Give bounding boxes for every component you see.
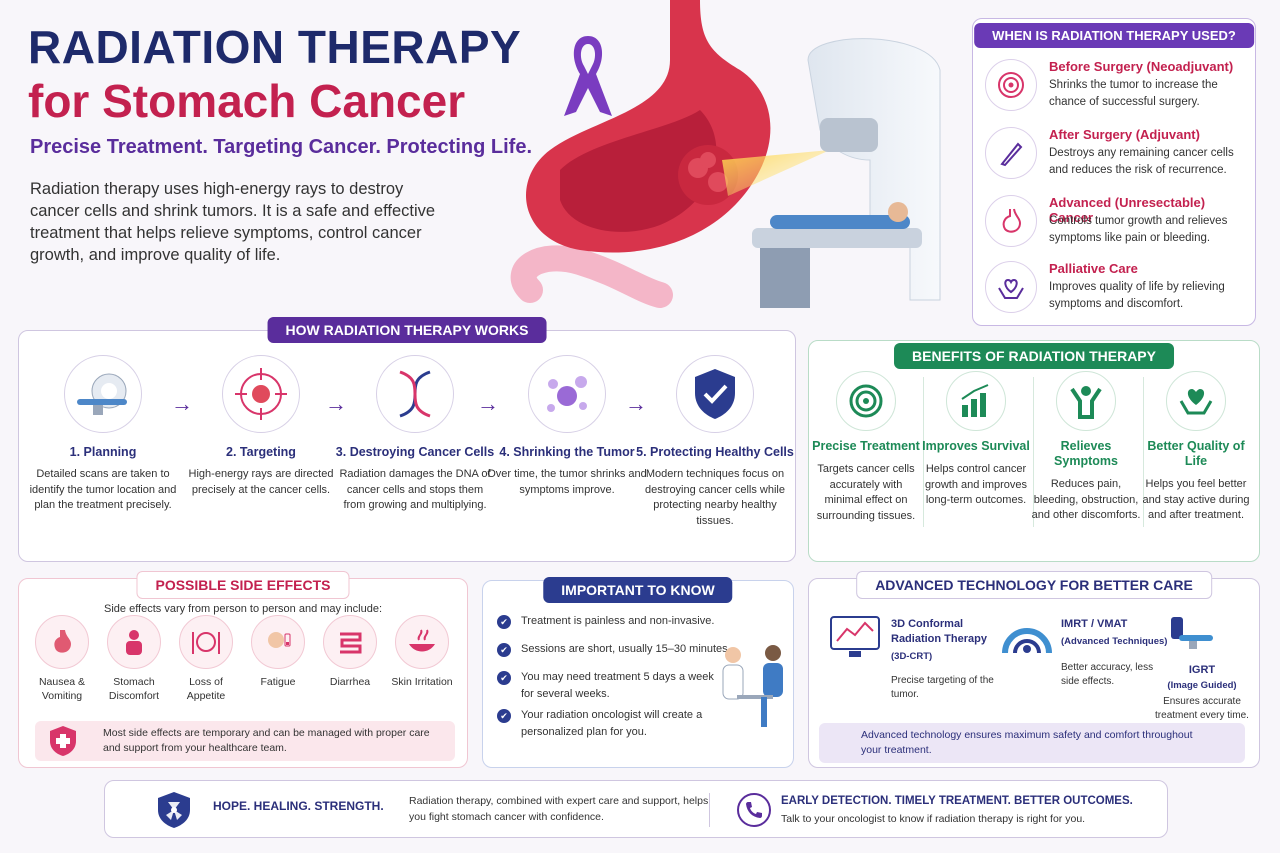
step-shrinking: 4. Shrinking the Tumor Over time, the tu…	[487, 355, 647, 498]
phone-icon	[737, 793, 771, 827]
person-discomfort-icon	[107, 615, 161, 669]
arrow-icon: →	[625, 391, 647, 416]
step-protecting: 5. Protecting Healthy Cells Modern techn…	[635, 355, 795, 529]
divider	[709, 793, 710, 827]
intestine-icon	[323, 615, 377, 669]
footer-right-text: Talk to your oncologist to know if radia…	[781, 813, 1086, 825]
divider	[923, 377, 924, 527]
benefits-panel: BENEFITS OF RADIATION THERAPY Precise Tr…	[808, 340, 1260, 562]
stomach-icon	[985, 195, 1037, 247]
dna-icon	[376, 355, 454, 433]
footer-left-text: Radiation therapy, combined with expert …	[409, 795, 709, 823]
benefits-title: BENEFITS OF RADIATION THERAPY	[894, 343, 1174, 369]
benefit-quality: Better Quality of Life Helps you feel be…	[1141, 371, 1251, 524]
ct-scanner-icon	[64, 355, 142, 433]
plate-fork-icon	[179, 615, 233, 669]
advanced-tech-title: ADVANCED TECHNOLOGY FOR BETTER CARE	[856, 571, 1212, 599]
when-used-panel: WHEN IS RADIATION THERAPY USED? Before S…	[972, 18, 1256, 326]
tired-person-icon	[251, 615, 305, 669]
advanced-tech-panel: ADVANCED TECHNOLOGY FOR BETTER CARE 3D C…	[808, 571, 1260, 768]
benefit-symptoms: Relieves Symptoms Reduces pain, bleeding…	[1031, 371, 1141, 524]
arrow-icon: →	[171, 391, 193, 416]
page-title-line1: RADIATION THERAPY	[28, 21, 522, 73]
tech-imrt: IMRT / VMAT (Advanced Techniques) Better…	[1061, 618, 1168, 687]
how-it-works-panel: HOW RADIATION THERAPY WORKS 1. Planning …	[18, 317, 796, 562]
side-effect-item: Fatigue	[243, 615, 313, 689]
cells-icon	[528, 355, 606, 433]
side-effects-note: Most side effects are temporary and can …	[35, 721, 455, 761]
radiation-shield-icon	[158, 792, 190, 828]
monitor-icon	[830, 616, 880, 657]
step-targeting: 2. Targeting High-energy rays are direct…	[181, 355, 341, 498]
heart-hands-icon	[985, 261, 1037, 313]
shield-check-icon	[676, 355, 754, 433]
divider	[1143, 377, 1144, 527]
target-icon	[836, 371, 896, 431]
benefit-survival: Improves Survival Helps control cancer g…	[921, 371, 1031, 509]
footer-left-title: HOPE. HEALING. STRENGTH.	[213, 799, 384, 813]
check-icon: ✔	[497, 643, 511, 657]
important-panel: IMPORTANT TO KNOW ✔ Treatment is painles…	[482, 577, 794, 768]
stomach-radiation-illustration	[510, 0, 941, 308]
side-effects-title: POSSIBLE SIDE EFFECTS	[136, 571, 350, 599]
skin-irritation-icon	[395, 615, 449, 669]
medical-shield-icon	[50, 726, 76, 756]
doctor-consultation-illustration	[722, 645, 783, 727]
arrow-icon: →	[477, 391, 499, 416]
when-used-item: Before Surgery (Neoadjuvant) Shrinks the…	[985, 59, 1247, 123]
side-effect-item: Loss of Appetite	[171, 615, 241, 703]
side-effects-intro: Side effects vary from person to person …	[104, 603, 382, 615]
igrt-machine-icon	[1171, 617, 1213, 649]
intro-text: Radiation therapy uses high-energy rays …	[30, 180, 436, 264]
check-icon: ✔	[497, 615, 511, 629]
gantry-icon	[1002, 628, 1052, 654]
footer-right-title: EARLY DETECTION. TIMELY TREATMENT. BETTE…	[781, 795, 1133, 807]
target-icon	[985, 59, 1037, 111]
tech-igrt: IGRT (Image Guided) Ensures accurate tre…	[1155, 664, 1249, 721]
step-destroying: 3. Destroying Cancer Cells Radiation dam…	[335, 355, 495, 514]
side-effect-item: Nausea & Vomiting	[27, 615, 97, 703]
benefit-precise: Precise Treatment Targets cancer cells a…	[811, 371, 921, 524]
page-title-line2: for Stomach Cancer	[28, 75, 466, 127]
tech-3dcrt: 3D Conformal Radiation Therapy (3D-CRT) …	[891, 618, 994, 700]
stomach-icon	[35, 615, 89, 669]
footer-banner: HOPE. HEALING. STRENGTH. Radiation thera…	[104, 780, 1168, 838]
check-icon: ✔	[497, 671, 511, 685]
person-raised-arms-icon	[1056, 371, 1116, 431]
divider	[1033, 377, 1034, 527]
side-effect-item: Stomach Discomfort	[99, 615, 169, 703]
step-planning: 1. Planning Detailed scans are taken to …	[23, 355, 183, 514]
when-used-item: After Surgery (Adjuvant) Destroys any re…	[985, 127, 1247, 191]
bar-chart-icon	[946, 371, 1006, 431]
tagline: Precise Treatment. Targeting Cancer. Pro…	[30, 136, 533, 158]
side-effect-item: Skin Irritation	[387, 615, 457, 689]
when-used-item: Advanced (Unresectable) Cancer Controls …	[985, 195, 1247, 259]
when-used-title: WHEN IS RADIATION THERAPY USED?	[974, 23, 1254, 48]
crosshair-tumor-icon	[222, 355, 300, 433]
heart-hands-icon	[1166, 371, 1226, 431]
check-icon: ✔	[497, 709, 511, 723]
side-effects-panel: POSSIBLE SIDE EFFECTS Side effects vary …	[18, 571, 468, 768]
when-used-item: Palliative Care Improves quality of life…	[985, 261, 1247, 325]
important-title: IMPORTANT TO KNOW	[543, 577, 733, 603]
scalpel-icon	[985, 127, 1037, 179]
advanced-note: Advanced technology ensures maximum safe…	[819, 723, 1245, 763]
arrow-icon: →	[325, 391, 347, 416]
awareness-ribbon-icon	[564, 36, 612, 116]
how-it-works-title: HOW RADIATION THERAPY WORKS	[267, 317, 547, 343]
side-effect-item: Diarrhea	[315, 615, 385, 689]
